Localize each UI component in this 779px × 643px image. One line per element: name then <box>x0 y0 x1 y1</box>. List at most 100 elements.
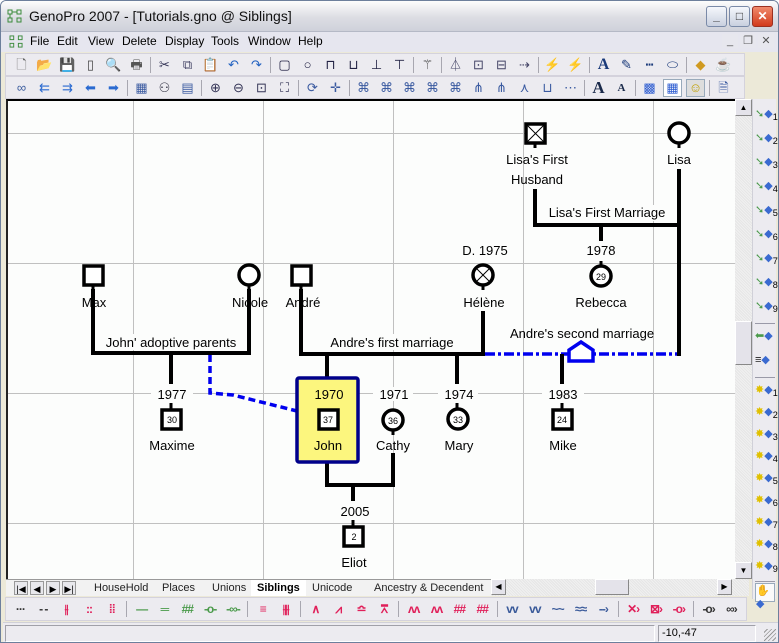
layout-9-icon[interactable]: ⊔ <box>542 79 553 95</box>
peak-icon[interactable]: ∧ <box>311 602 320 616</box>
report-icon[interactable]: 🗎 <box>718 79 729 95</box>
peak-box-icon[interactable]: ⩞ <box>380 602 388 616</box>
engaged-icon[interactable]: ═ <box>160 602 170 616</box>
font-smaller-icon[interactable]: A <box>617 81 626 94</box>
scroll-right-button[interactable]: ▶ <box>717 579 732 595</box>
page-setup-icon[interactable]: ▯ <box>86 56 95 72</box>
family-andre-second-marriage[interactable] <box>485 339 679 384</box>
tab-ancestry-decendent[interactable]: Ancestry & Decendent <box>374 582 484 594</box>
separated-icon[interactable]: ⫲ <box>64 602 69 616</box>
zoom-region-icon[interactable]: ⛶ <box>279 79 290 95</box>
genogram-canvas[interactable]: John' adoptive parents Andre's first mar… <box>6 99 735 579</box>
wave-icon[interactable]: vv <box>506 602 518 616</box>
individual-lisas-first-husband[interactable]: Lisa's First Husband <box>506 122 568 187</box>
bookmark-list-icon[interactable]: ≡◆ <box>755 354 770 366</box>
print-icon[interactable]: 🖶 <box>130 56 143 72</box>
horizontal-scroll-thumb[interactable] <box>595 579 629 595</box>
set-bookmark-4-icon[interactable]: ✸◆4 <box>755 450 778 465</box>
peak-cross-icon[interactable]: ≏ <box>356 602 367 616</box>
layout-5-icon[interactable]: ⌘ <box>449 79 462 95</box>
divorce-double-icon[interactable]: ⁞⁞ <box>108 602 116 616</box>
circle-arrow-icon[interactable]: -o› <box>672 602 686 616</box>
goto-bookmark-4-icon[interactable]: ➘◆4 <box>755 180 778 195</box>
zoom-out-icon[interactable]: ⊖ <box>233 79 244 95</box>
box-arrow-icon[interactable]: ⊠› <box>649 602 663 616</box>
set-bookmark-5-icon[interactable]: ✸◆5 <box>755 472 778 487</box>
goto-bookmark-1-icon[interactable]: ➘◆1 <box>755 108 778 123</box>
center-icon[interactable]: ✛ <box>330 79 341 95</box>
individual-lisa[interactable]: Lisa <box>667 121 692 167</box>
mdi-restore-button[interactable]: ❐ <box>740 34 756 48</box>
menu-display[interactable]: Display <box>165 34 205 48</box>
lightning-icon[interactable]: ⚡ <box>544 56 561 72</box>
individual-nicole[interactable]: Nicole <box>232 263 268 310</box>
grid-fill-icon[interactable]: ▩ <box>643 79 656 95</box>
tab-next-button[interactable]: ▶ <box>46 581 60 595</box>
grid-lines-icon[interactable]: ▦ <box>663 78 682 97</box>
zoom-in-icon[interactable]: ⊕ <box>210 79 221 95</box>
zigzag-icon[interactable]: ʌʌ <box>407 602 420 616</box>
goto-bookmark-9-icon[interactable]: ➘◆9 <box>755 300 778 315</box>
tab-unions[interactable]: Unions <box>212 582 247 594</box>
vertical-scroll-thumb[interactable] <box>735 321 752 365</box>
married-icon[interactable]: — <box>136 602 148 616</box>
individual-andre[interactable]: André <box>286 264 321 310</box>
menu-edit[interactable]: Edit <box>57 34 78 48</box>
bookmark-back-icon[interactable]: ⬅◆ <box>755 330 773 342</box>
edit-bookmark-icon[interactable]: ✋◆ <box>755 583 775 610</box>
rings-arrow-icon[interactable]: ∞› <box>726 602 738 616</box>
set-bookmark-6-icon[interactable]: ✸◆6 <box>755 494 778 509</box>
arrow-left-icon[interactable]: ⬅ <box>85 79 96 95</box>
individual-rebecca[interactable]: 1978 29 Rebecca <box>575 243 627 310</box>
zoom-fit-icon[interactable]: ⊡ <box>256 79 267 95</box>
individual-cathy[interactable]: 1971 36 Cathy <box>373 387 413 453</box>
new-parents-icon[interactable]: ⊔ <box>348 56 359 72</box>
text-icon[interactable]: A <box>597 55 610 73</box>
dotted-line-icon[interactable]: ··· <box>15 602 26 616</box>
individual-max[interactable]: Max <box>82 264 107 310</box>
pin-icon[interactable]: ✎ <box>621 56 632 72</box>
menu-view[interactable]: View <box>88 34 114 48</box>
zigzag-3-icon[interactable]: ## <box>453 602 466 616</box>
layout-6-icon[interactable]: ⋔ <box>473 79 484 95</box>
minimize-button[interactable]: _ <box>706 6 727 27</box>
child-link-icon[interactable]: ⊟ <box>496 56 507 72</box>
goto-bookmark-3-icon[interactable]: ➘◆3 <box>755 156 778 171</box>
mug-icon[interactable]: ☕ <box>715 56 732 72</box>
set-bookmark-9-icon[interactable]: ✸◆9 <box>755 560 778 575</box>
layout-4-icon[interactable]: ⌘ <box>426 79 439 95</box>
link-prev-icon[interactable]: ⇇ <box>39 79 50 95</box>
family-andre-first-marriage[interactable] <box>299 289 485 384</box>
set-bookmark-1-icon[interactable]: ✸◆1 <box>755 384 778 399</box>
set-bookmark-3-icon[interactable]: ✸◆3 <box>755 428 778 443</box>
goto-bookmark-8-icon[interactable]: ➘◆8 <box>755 276 778 291</box>
new-family-icon[interactable]: ⊓ <box>325 56 336 72</box>
print-preview-icon[interactable]: 🔍 <box>105 56 122 72</box>
diamond-icon[interactable]: ◆ <box>695 56 706 72</box>
zigzag-2-icon[interactable]: ʌʌ <box>430 602 443 616</box>
zigzag-4-icon[interactable]: ## <box>476 602 489 616</box>
copy-icon[interactable]: ⧉ <box>182 56 193 72</box>
undo-icon[interactable]: ↶ <box>228 56 239 72</box>
tab-last-button[interactable]: ▶| <box>62 581 76 595</box>
ring-icon[interactable]: -o- <box>203 602 217 616</box>
x-arrow-icon[interactable]: ✕› <box>627 602 640 616</box>
individual-mike[interactable]: 1983 24 Mike <box>542 387 584 453</box>
menu-file[interactable]: File <box>30 34 50 48</box>
resize-grip[interactable] <box>764 629 776 641</box>
adoption-link[interactable] <box>208 355 298 413</box>
tab-places[interactable]: Places <box>162 582 196 594</box>
triple-line-icon[interactable]: ≡ <box>259 602 267 616</box>
wizard-icon[interactable]: ⚚ <box>421 56 434 72</box>
new-female-icon[interactable]: ○ <box>303 56 312 72</box>
new-individual-icon[interactable]: ▢ <box>278 56 291 72</box>
wave-2-icon[interactable]: vv <box>529 602 541 616</box>
redo-icon[interactable]: ↷ <box>251 56 262 72</box>
menu-tools[interactable]: Tools <box>211 34 240 48</box>
lightning-tree-icon[interactable]: ⚡ <box>567 56 584 72</box>
close-button[interactable]: ✕ <box>752 6 773 27</box>
paste-icon[interactable]: 📋 <box>202 56 219 72</box>
pedigree-link-icon[interactable]: ⏃ <box>448 56 462 72</box>
layout-10-icon[interactable]: ⋯ <box>564 79 577 95</box>
cut-line-icon[interactable]: ⫲⫲ <box>282 602 290 616</box>
